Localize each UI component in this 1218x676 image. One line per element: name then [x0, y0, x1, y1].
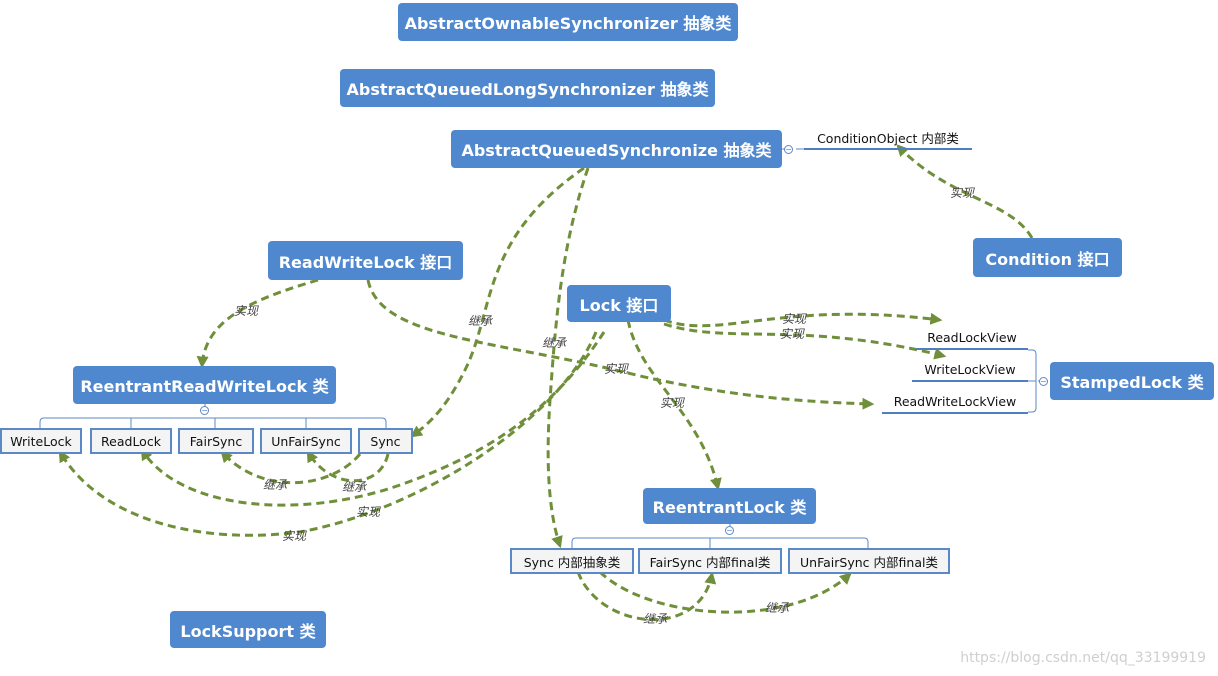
node-lock-support[interactable]: LockSupport 类 — [170, 611, 326, 648]
label-lock-writelock-implement: 实现 — [282, 529, 307, 543]
collapse-reentrantlock-icon[interactable]: − — [725, 526, 734, 535]
edge-rwl-rrwl — [196, 278, 319, 369]
node-stamped-lock[interactable]: StampedLock 类 — [1050, 362, 1214, 400]
node-abstract-ownable-synchronizer[interactable]: AbstractOwnableSynchronizer 抽象类 — [398, 3, 738, 41]
edge-lock-readlock — [140, 331, 606, 507]
edge-condition-conditionobject — [896, 144, 1034, 239]
label-aqs-rrwl-inherit: 继承 — [468, 314, 493, 328]
edge-aqs-rrwl-sync — [410, 166, 585, 438]
stamped-child-writelockview[interactable]: WriteLockView — [912, 358, 1028, 382]
watermark: https://blog.csdn.net/qq_33199919 — [960, 650, 1206, 666]
rrwl-child-fairsync[interactable]: FairSync — [178, 428, 254, 454]
rl-child-unfairsync[interactable]: UnFairSync 内部final类 — [788, 548, 950, 574]
rrwl-child-writelock[interactable]: WriteLock — [0, 428, 82, 454]
label-lock-reentrantlock-implement: 实现 — [660, 396, 685, 410]
edge-sync-fairsync — [220, 450, 362, 485]
stamped-child-readlockview[interactable]: ReadLockView — [916, 326, 1028, 350]
label-lock-readlockview-implement: 实现 — [782, 312, 807, 326]
rl-child-sync[interactable]: Sync 内部抽象类 — [510, 548, 634, 574]
rrwl-child-unfairsync[interactable]: UnFairSync — [260, 428, 352, 454]
node-condition-object[interactable]: ConditionObject 内部类 — [804, 126, 972, 150]
node-reentrant-lock[interactable]: ReentrantLock 类 — [643, 488, 816, 524]
label-condition-implement: 实现 — [950, 186, 975, 200]
label-rwl-readwritelockview-implement: 实现 — [604, 362, 629, 376]
tree-connectors — [39, 148, 1048, 548]
collapse-rrwl-icon[interactable]: − — [200, 406, 209, 415]
rl-child-fairsync[interactable]: FairSync 内部final类 — [638, 548, 782, 574]
label-aqs-rl-inherit: 继承 — [542, 336, 567, 350]
edge-lock-writelock — [58, 331, 598, 537]
label-rlsync-unfairsync-inherit: 继承 — [765, 601, 790, 615]
node-reentrant-read-write-lock[interactable]: ReentrantReadWriteLock 类 — [73, 366, 336, 404]
node-abstract-queued-long-synchronizer[interactable]: AbstractQueuedLongSynchronizer 抽象类 — [340, 69, 715, 107]
label-rwl-implement: 实现 — [234, 304, 259, 318]
label-sync-fairsync-inherit: 继承 — [263, 478, 288, 492]
label-lock-writelockview-implement: 实现 — [780, 327, 805, 341]
node-condition[interactable]: Condition 接口 — [973, 238, 1122, 277]
rrwl-child-sync[interactable]: Sync — [358, 428, 413, 454]
stamped-child-readwritelockview[interactable]: ReadWriteLockView — [882, 390, 1028, 414]
rrwl-child-readlock[interactable]: ReadLock — [90, 428, 172, 454]
edge-lock-writelockview — [663, 322, 947, 360]
node-read-write-lock[interactable]: ReadWriteLock 接口 — [268, 241, 463, 280]
edge-rwl-readwritelockview — [366, 279, 875, 410]
collapse-stamped-icon[interactable]: − — [1039, 377, 1048, 386]
edge-aqs-rl-sync — [546, 167, 590, 549]
label-rlsync-fairsync-inherit: 继承 — [643, 612, 668, 626]
node-lock[interactable]: Lock 接口 — [567, 285, 671, 322]
relation-edges — [58, 144, 1034, 621]
label-lock-readlock-implement: 实现 — [356, 505, 381, 519]
collapse-aqs-icon[interactable]: − — [784, 145, 793, 154]
node-abstract-queued-synchronizer[interactable]: AbstractQueuedSynchronize 抽象类 — [451, 130, 782, 168]
edge-rlsync-unfairsync — [598, 570, 852, 614]
label-sync-unfairsync-inherit: 继承 — [342, 480, 367, 494]
